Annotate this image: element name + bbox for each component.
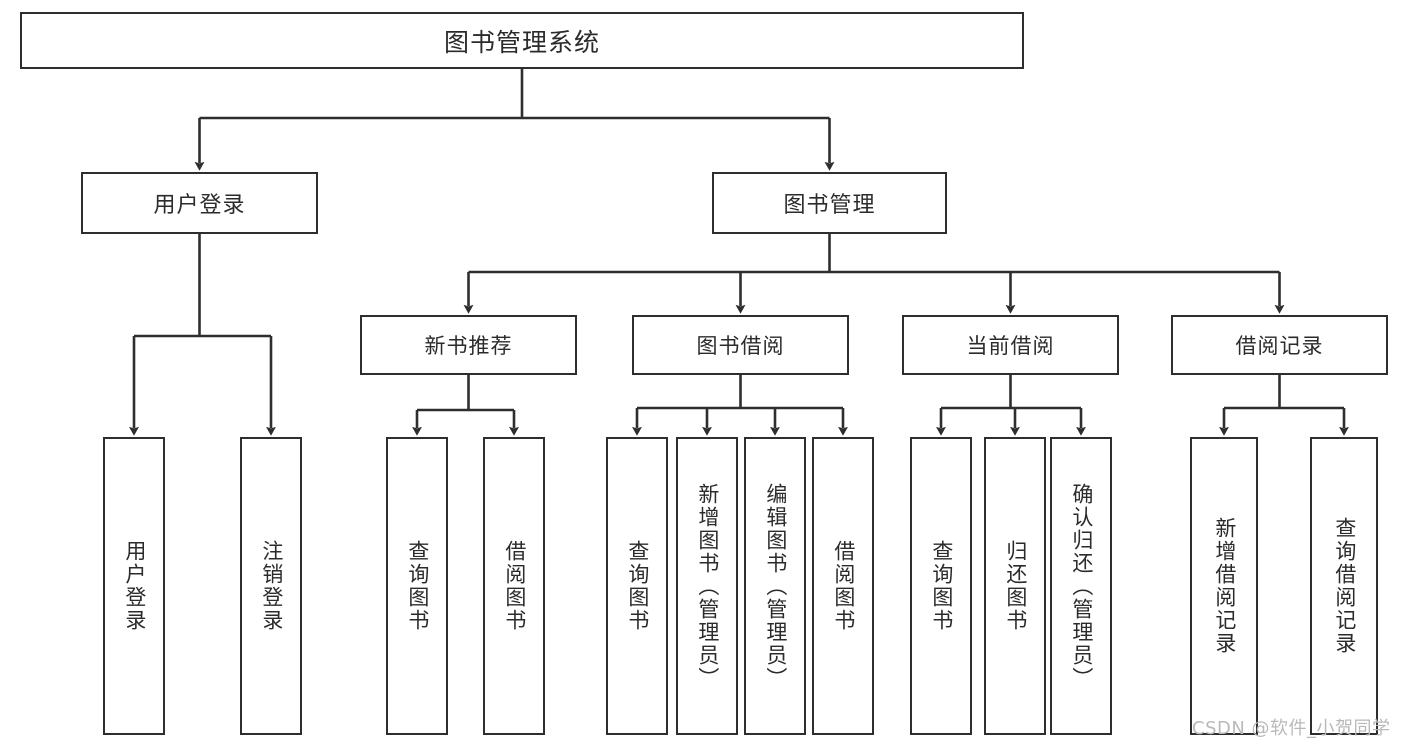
node-leaf-borrow-book-recommend[interactable]: 借阅图书 [483,437,545,735]
node-leaf-query-book-borrow[interactable]: 查询图书 [606,437,668,735]
node-borrow-record[interactable]: 借阅记录 [1171,315,1388,375]
node-label: 新书推荐 [424,334,513,358]
csdn-watermark: CSDN @软件_小贺同学 [1192,718,1391,739]
node-label: 借阅记录 [1235,334,1324,358]
node-leaf-edit-book-admin[interactable]: 编辑图书（管理员） [744,437,806,735]
node-label: 图书管理 [783,193,876,218]
node-label: 图书借阅 [696,334,785,358]
node-label: 新增图书（管理员） [695,482,720,690]
node-label: 确认归还（管理员） [1069,482,1094,690]
node-leaf-add-book-admin[interactable]: 新增图书（管理员） [676,437,738,735]
node-new-book-recommend[interactable]: 新书推荐 [360,315,577,375]
node-label: 借阅图书 [831,540,856,632]
node-label: 图书管理系统 [443,27,600,57]
node-leaf-query-borrow-record[interactable]: 查询借阅记录 [1310,437,1378,735]
node-leaf-add-borrow-record[interactable]: 新增借阅记录 [1190,437,1258,735]
node-label: 用户登录 [122,540,147,632]
node-label: 查询图书 [405,540,430,632]
node-leaf-user-login[interactable]: 用户登录 [103,437,165,735]
node-book-borrow[interactable]: 图书借阅 [632,315,849,375]
node-leaf-confirm-return-admin[interactable]: 确认归还（管理员） [1050,437,1112,735]
node-label: 当前借阅 [966,334,1055,358]
node-leaf-query-book-current[interactable]: 查询图书 [910,437,972,735]
node-book-management[interactable]: 图书管理 [712,172,947,234]
node-label: 查询借阅记录 [1332,517,1357,655]
node-label: 查询图书 [625,540,650,632]
node-label: 注销登录 [259,540,284,632]
node-leaf-return-book[interactable]: 归还图书 [984,437,1046,735]
node-root-book-management-system[interactable]: 图书管理系统 [20,12,1024,69]
node-leaf-query-book-recommend[interactable]: 查询图书 [386,437,448,735]
node-label: 查询图书 [929,540,954,632]
node-label: 借阅图书 [502,540,527,632]
node-label: 用户登录 [153,193,246,218]
node-current-borrow[interactable]: 当前借阅 [902,315,1119,375]
node-leaf-user-logout[interactable]: 注销登录 [240,437,302,735]
node-leaf-borrow-book[interactable]: 借阅图书 [812,437,874,735]
node-label: 归还图书 [1003,540,1028,632]
node-label: 新增借阅记录 [1212,517,1237,655]
node-user-login[interactable]: 用户登录 [81,172,318,234]
node-label: 编辑图书（管理员） [763,482,788,690]
